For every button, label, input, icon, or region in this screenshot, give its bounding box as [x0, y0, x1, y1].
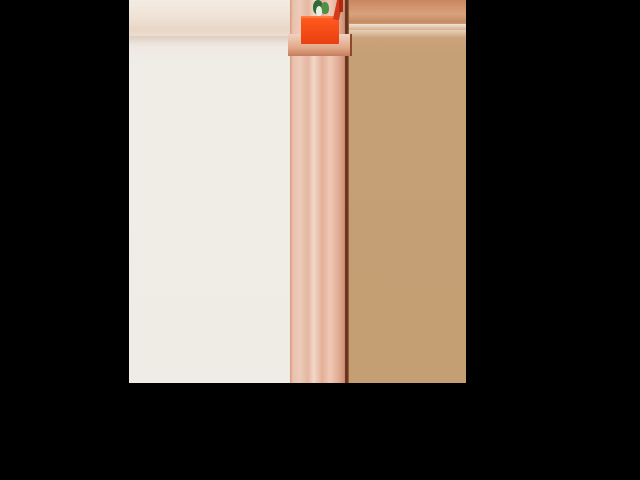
- plant-leaf: [316, 6, 322, 16]
- pink-column: [290, 0, 347, 383]
- interior-photo: [129, 0, 466, 383]
- tan-panel-band: [349, 24, 466, 30]
- red-stem: [339, 0, 343, 12]
- plant-leaf: [321, 2, 329, 14]
- white-wall: [129, 0, 291, 383]
- tan-panel: [349, 0, 466, 383]
- wall-shadow: [129, 36, 291, 46]
- column-edge: [345, 0, 349, 383]
- orange-planter: [301, 18, 339, 44]
